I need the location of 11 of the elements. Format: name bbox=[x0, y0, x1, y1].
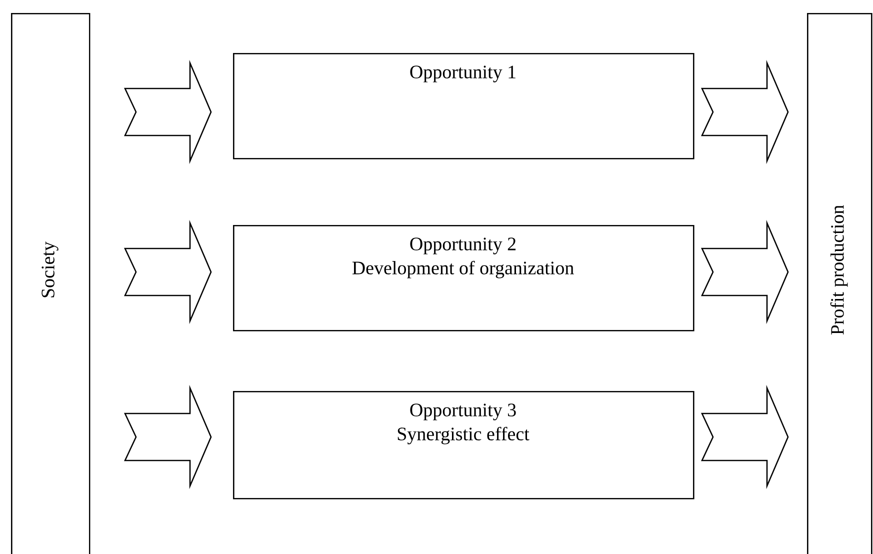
block-arrow bbox=[700, 60, 789, 164]
side-box: Profit production bbox=[807, 13, 872, 554]
process-box: Opportunity 2 Development of organization bbox=[233, 224, 694, 332]
block-arrow bbox=[124, 384, 212, 490]
side-box: Society bbox=[11, 13, 90, 554]
block-arrow bbox=[124, 220, 212, 324]
block-arrow bbox=[124, 60, 212, 164]
process-box: Opportunity 3 Synergistic effect bbox=[233, 390, 694, 500]
block-arrow bbox=[700, 220, 789, 324]
block-arrow bbox=[700, 384, 789, 490]
process-box: Opportunity 1 bbox=[233, 53, 694, 160]
